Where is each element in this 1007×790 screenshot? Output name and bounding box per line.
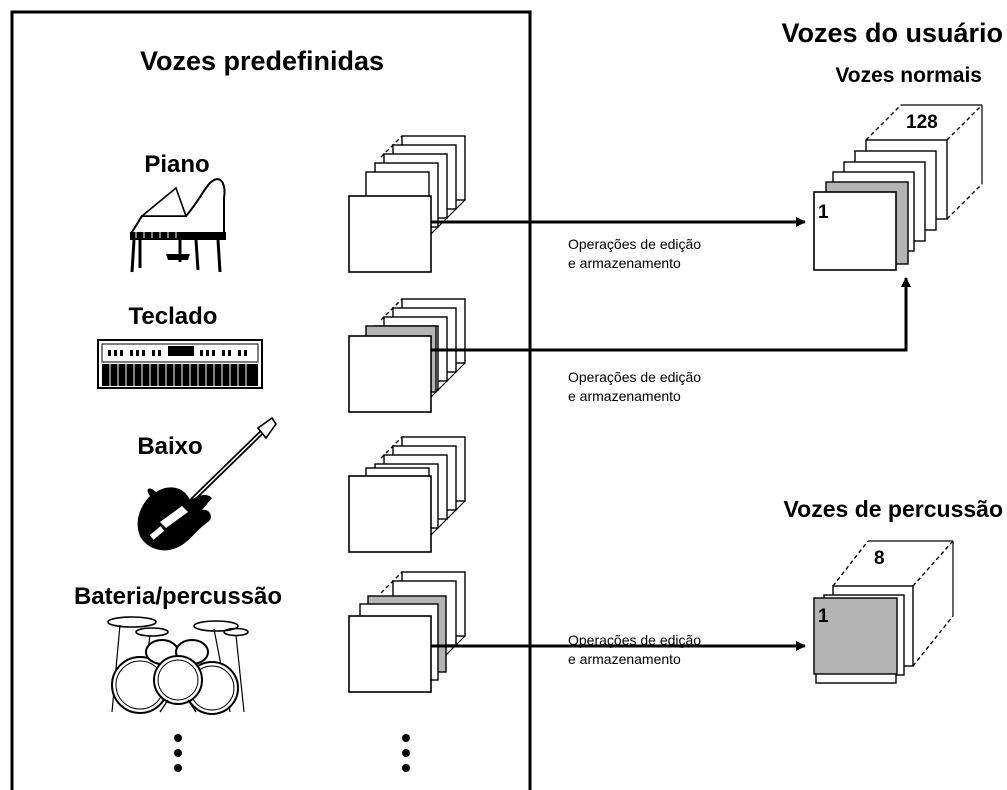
preset-voice-stack-drums (348, 571, 466, 693)
user-normal-voice-stack (813, 104, 983, 271)
bass-guitar-icon (137, 416, 277, 551)
category-label-drums: Bateria/percussão (74, 583, 282, 610)
category-label-bass: Baixo (137, 433, 202, 460)
drum-voices-last-number: 8 (874, 548, 885, 569)
category-label-keyboard: Teclado (129, 303, 218, 330)
normal-voices-first-number: 1 (818, 202, 829, 223)
normal-voices-last-number: 128 (906, 112, 938, 133)
drum-voices-first-number: 1 (818, 606, 829, 627)
category-label-piano: Piano (144, 151, 209, 178)
edit-store-arrow-keyboard (431, 277, 911, 352)
keyboard-instrument-icon (97, 339, 263, 389)
more-categories-dots (174, 734, 182, 772)
edit-store-caption-2-line2: e armazenamento (568, 388, 681, 404)
edit-store-caption-3-line2: e armazenamento (568, 651, 681, 667)
more-stacks-dots (402, 734, 410, 772)
preset-title: Vozes predefinidas (140, 46, 384, 76)
user-drum-voice-stack (813, 540, 954, 684)
edit-store-caption-1-line2: e armazenamento (568, 255, 681, 271)
edit-store-caption-1-line1: Operações de edição (568, 236, 701, 252)
grand-piano-icon (130, 178, 226, 273)
drum-voices-title: Vozes de percussão (784, 496, 1003, 522)
drum-kit-icon (107, 616, 249, 715)
preset-panel-frame (10, 10, 532, 790)
user-title: Vozes do usuário (781, 18, 1003, 48)
edit-store-caption-3-line1: Operações de edição (568, 632, 701, 648)
preset-voice-stack-piano (348, 135, 466, 273)
edit-store-caption-2-line1: Operações de edição (568, 369, 701, 385)
preset-voice-stack-keyboard (348, 298, 466, 413)
normal-voices-title: Vozes normais (835, 64, 982, 87)
preset-voice-stack-bass (348, 436, 466, 553)
